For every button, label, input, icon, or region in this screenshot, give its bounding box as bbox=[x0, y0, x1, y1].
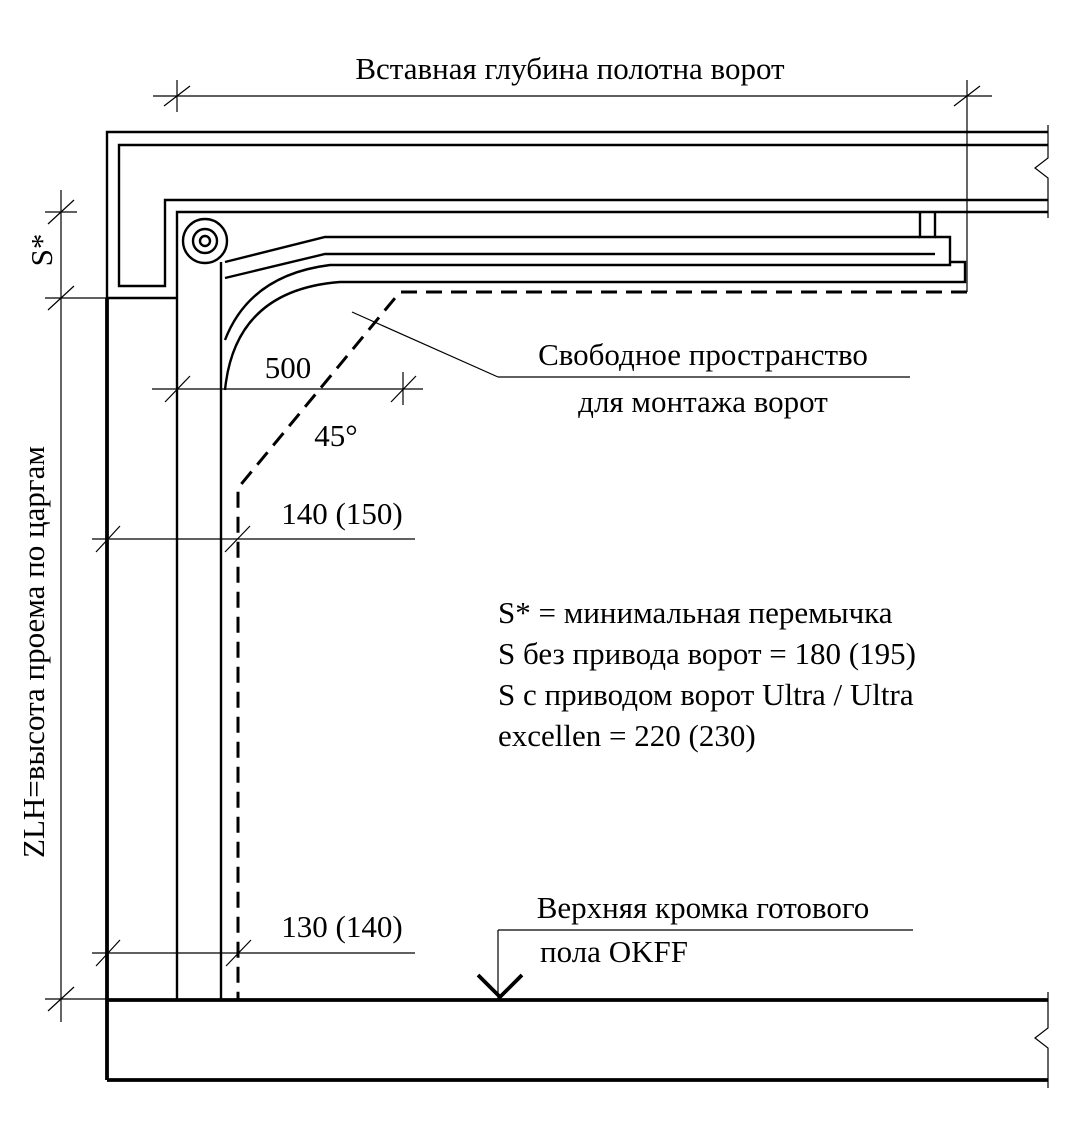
spring-shaft-mid bbox=[191, 227, 219, 255]
finished-floor: Верхняя кромка готового пола OKFF bbox=[107, 890, 1049, 1088]
zlh-label: ZLH=высота проема по царгам bbox=[16, 446, 51, 858]
floor-label-2: пола OKFF bbox=[540, 934, 688, 969]
dimension-130-140: 130 (140) bbox=[92, 909, 415, 967]
floor-label-1: Верхняя кромка готового bbox=[537, 890, 870, 925]
note-line-1: S* = минимальная перемычка bbox=[498, 595, 893, 630]
free-space-boundary: Свободное пространство для монтажа ворот bbox=[236, 290, 967, 1000]
dimension-500: 500 45° bbox=[152, 350, 423, 453]
free-space-label-1: Свободное пространство bbox=[538, 337, 868, 372]
insert-depth-dimension: Вставная глубина полотна ворот bbox=[153, 51, 992, 292]
insert-depth-label: Вставная глубина полотна ворот bbox=[355, 51, 785, 86]
notes-block: S* = минимальная перемычка S без привода… bbox=[498, 595, 916, 753]
dim-500-label: 500 bbox=[265, 350, 312, 385]
s-star-label: S* bbox=[24, 234, 59, 267]
angle-45-label: 45° bbox=[314, 418, 357, 453]
spring-shaft-inner bbox=[198, 234, 212, 248]
spring-shaft-outer bbox=[181, 217, 229, 265]
dim-130-140-label: 130 (140) bbox=[281, 909, 402, 944]
note-line-4: excellen = 220 (230) bbox=[498, 718, 756, 753]
dimension-140-150: 140 (150) bbox=[92, 496, 415, 553]
note-line-3: S с приводом ворот Ultra / Ultra bbox=[498, 677, 914, 712]
dim-140-150-label: 140 (150) bbox=[281, 496, 402, 531]
lintel-frame bbox=[105, 125, 1049, 1080]
door-track bbox=[175, 212, 967, 1000]
free-space-label-2: для монтажа ворот bbox=[578, 384, 828, 419]
left-vertical-dimensions: S* ZLH=высота проема по царгам bbox=[16, 190, 107, 1022]
note-line-2: S без привода ворот = 180 (195) bbox=[498, 636, 916, 671]
